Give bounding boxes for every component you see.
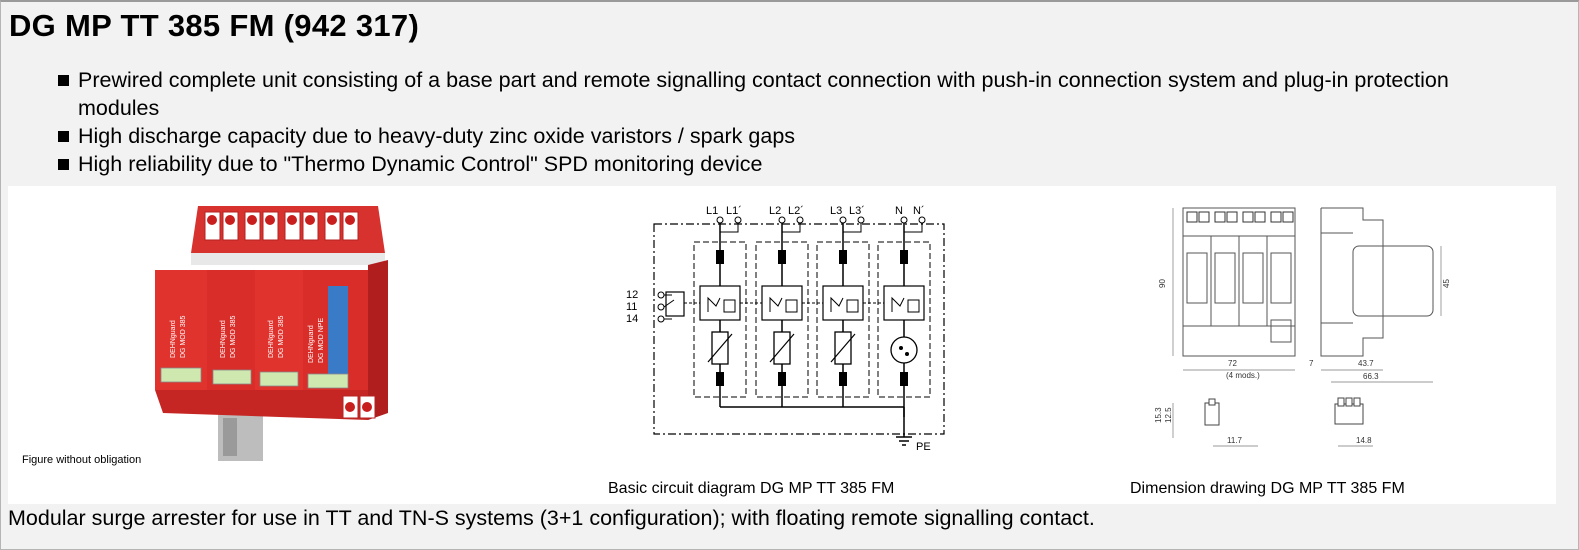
terminal-label: L2: [769, 205, 781, 217]
product-photo: DEHNguard DG MOD 385 DEHNguard DG MOD 38…: [155, 206, 388, 461]
dim-depth-front: 43.7: [1358, 359, 1374, 368]
terminal-label: N: [895, 205, 903, 217]
terminal-label: L3´: [849, 205, 865, 217]
earth-label: PE: [916, 441, 931, 453]
module-name-label: DG MOD NPE: [318, 318, 325, 363]
terminal-label: L1´: [726, 205, 742, 217]
terminal-label: L2´: [788, 205, 804, 217]
dim-height: 90: [1158, 279, 1167, 288]
module-brand-label: DEHNguard: [170, 320, 177, 358]
terminal-label: N´: [913, 205, 925, 217]
dim-width: 72: [1228, 359, 1237, 368]
contact-label: 14: [626, 313, 638, 325]
module-name-label: DG MOD 385: [180, 315, 187, 358]
photo-caption: Figure without obligation: [22, 454, 142, 466]
dim-width-note: (4 mods.): [1226, 371, 1260, 380]
feature-item: High reliability due to "Thermo Dynamic …: [58, 150, 1478, 178]
feature-list: Prewired complete unit consisting of a b…: [58, 66, 1478, 178]
module-name-label: DG MOD 385: [278, 315, 285, 358]
contact-label: 12: [626, 289, 638, 301]
terminal-label: L1: [706, 205, 718, 217]
figure-panel: DEHNguard DG MOD 385 DEHNguard DG MOD 38…: [8, 186, 1556, 504]
circuit-caption: Basic circuit diagram DG MP TT 385 FM: [608, 480, 895, 497]
dim-gap: 7: [1309, 359, 1314, 368]
dim-connector-w2: 14.8: [1356, 436, 1372, 445]
product-title: DG MP TT 385 FM (942 317): [9, 8, 420, 43]
feature-item: High discharge capacity due to heavy-dut…: [58, 122, 1478, 150]
dim-connector-h2: 12.5: [1164, 407, 1173, 423]
terminal-label: L3: [830, 205, 842, 217]
dim-connector-w1: 11.7: [1227, 436, 1243, 445]
dim-side-height: 45: [1442, 279, 1451, 288]
contact-label: 11: [626, 301, 637, 313]
module-brand-label: DEHNguard: [308, 325, 315, 363]
dimension-drawing: 90 45 72 (4 mods.) 7 43.7 66.3 15.3 12.5…: [1154, 207, 1451, 447]
dimension-caption: Dimension drawing DG MP TT 385 FM: [1130, 480, 1405, 497]
dim-depth-total: 66.3: [1363, 372, 1379, 381]
product-description: Modular surge arrester for use in TT and…: [8, 506, 1095, 530]
circuit-diagram: L1 L1´ L2 L2´ L3 L3´ N N´ 12 11 14 PE: [626, 205, 945, 453]
feature-item: Prewired complete unit consisting of a b…: [58, 66, 1478, 122]
module-brand-label: DEHNguard: [220, 320, 227, 358]
dim-connector-h1: 15.3: [1154, 407, 1163, 423]
module-brand-label: DEHNguard: [268, 320, 275, 358]
module-name-label: DG MOD 385: [230, 315, 237, 358]
